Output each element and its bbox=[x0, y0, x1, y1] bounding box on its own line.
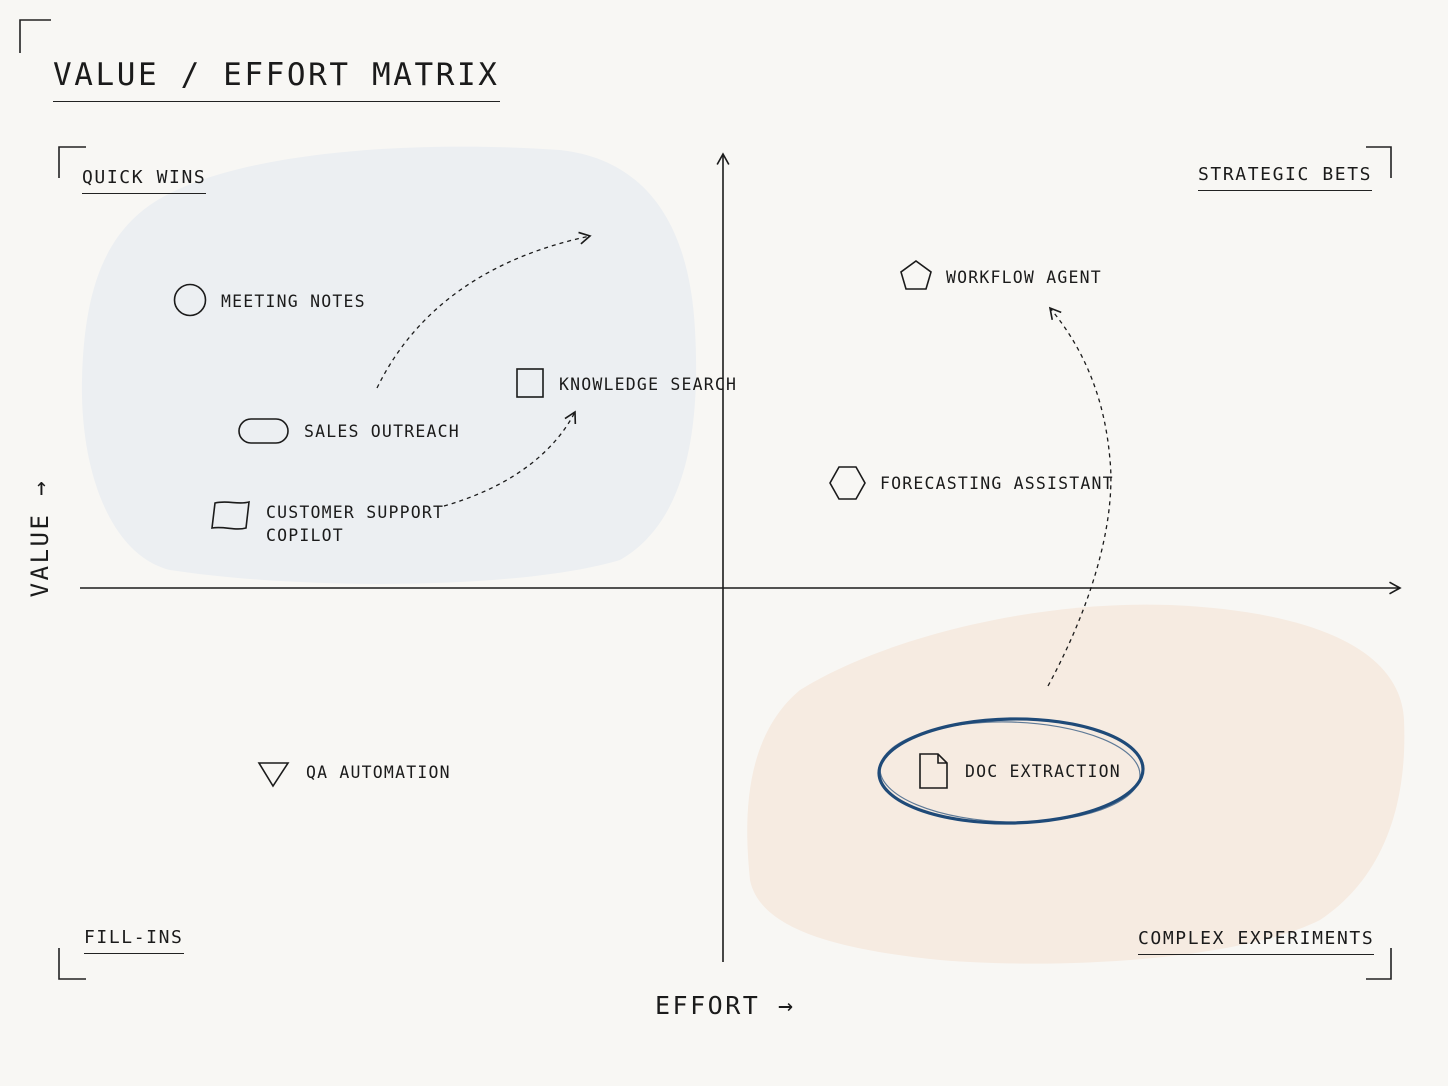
item-label-qa-automation: QA AUTOMATION bbox=[306, 763, 451, 782]
pill-icon bbox=[238, 418, 289, 444]
item-label-sales-outreach: SALES OUTREACH bbox=[304, 422, 460, 441]
pentagon-icon bbox=[900, 260, 932, 290]
corner-bracket-title bbox=[19, 19, 51, 53]
corner-bracket-bottom-left bbox=[58, 948, 86, 980]
highlight-ellipse-stroke-2 bbox=[879, 721, 1141, 823]
corner-bracket-top-left bbox=[58, 146, 86, 178]
triangle-icon bbox=[257, 762, 290, 788]
quadrant-label-complex-experiments: COMPLEX EXPERIMENTS bbox=[1138, 928, 1375, 955]
item-label-knowledge-search: KNOWLEDGE SEARCH bbox=[559, 375, 738, 394]
item-label-workflow-agent: WORKFLOW AGENT bbox=[946, 268, 1102, 287]
item-label-customer-support-copilot: CUSTOMER SUPPORT COPILOT bbox=[266, 503, 445, 545]
document-icon bbox=[919, 753, 948, 789]
complex-experiments-region bbox=[747, 604, 1405, 964]
circle-icon bbox=[173, 283, 207, 317]
connector-arrow-up-right bbox=[376, 231, 592, 389]
item-label-forecasting-assistant: FORECASTING ASSISTANT bbox=[880, 474, 1114, 493]
square-icon bbox=[516, 368, 544, 398]
connector-arrow-doc-to-workflow bbox=[1047, 306, 1112, 687]
y-axis-label: VALUE → bbox=[26, 478, 54, 598]
highlight-ellipse bbox=[877, 717, 1145, 825]
item-label-doc-extraction: DOC EXTRACTION bbox=[965, 762, 1121, 781]
item-label-meeting-notes: MEETING NOTES bbox=[221, 292, 366, 311]
quadrant-label-quick-wins: QUICK WINS bbox=[82, 167, 207, 194]
flag-icon bbox=[211, 500, 250, 530]
connector-arrow-support-to-search bbox=[443, 410, 577, 507]
page-title: VALUE / EFFORT MATRIX bbox=[53, 56, 500, 102]
hexagon-icon bbox=[829, 466, 866, 500]
corner-bracket-top-right bbox=[1366, 146, 1392, 178]
quadrant-label-fill-ins: FILL-INS bbox=[84, 927, 184, 954]
corner-bracket-bottom-right bbox=[1366, 948, 1392, 980]
quadrant-label-strategic-bets: STRATEGIC BETS bbox=[1198, 164, 1373, 191]
x-axis-label: EFFORT → bbox=[655, 991, 796, 1020]
